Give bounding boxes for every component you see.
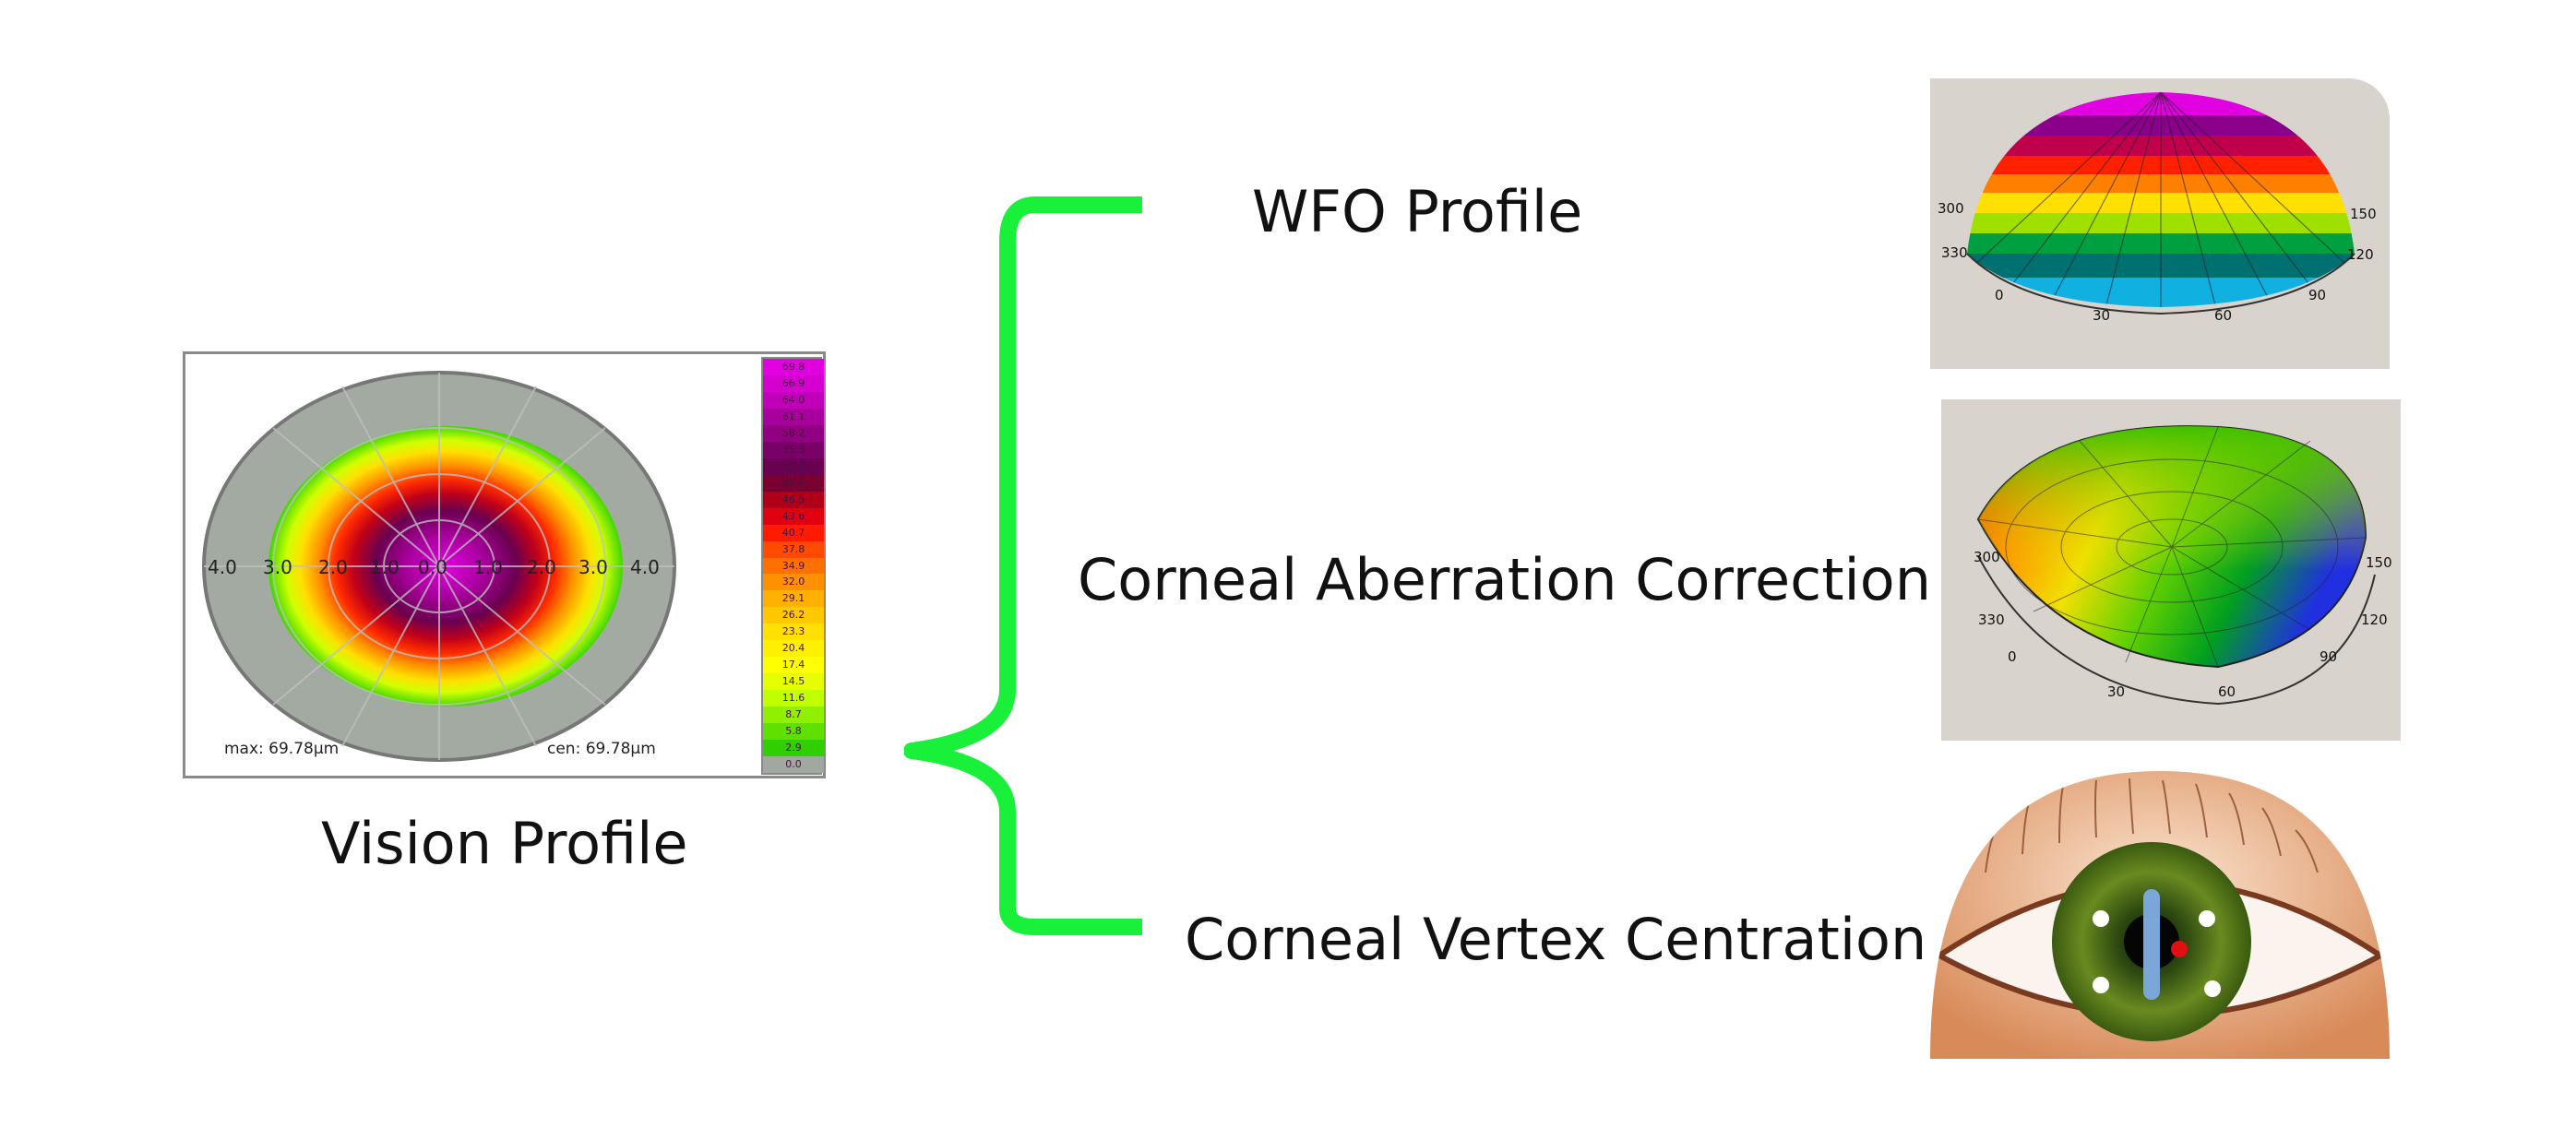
scale-entry: 52.3: [763, 457, 824, 475]
tick-label: 330: [1978, 612, 2005, 628]
scale-entry: 46.5: [763, 491, 824, 508]
corneal-vertex-label: Corneal Vertex Centration: [1185, 906, 1927, 973]
corneal-aberration-label: Corneal Aberration Correction: [1078, 546, 1932, 613]
tick-label: 90: [2308, 287, 2326, 303]
scale-entry: 29.1: [763, 590, 824, 608]
axis-tick-label: 3.0: [263, 556, 292, 578]
scale-entry: 69.8: [763, 359, 824, 375]
tick-label: 150: [2366, 554, 2392, 571]
tick-label: 60: [2214, 307, 2232, 324]
scale-entry: 49.4: [763, 474, 824, 492]
tick-label: 60: [2218, 683, 2236, 700]
dome-axis-ticks: 300 330 0 30 60 90 120 150: [1938, 200, 2377, 324]
tick-label: 330: [1941, 244, 1968, 261]
tick-label: 0: [1995, 287, 2004, 303]
axis-tick-label: 2.0: [527, 556, 556, 578]
scale-entry: 11.6: [763, 690, 824, 707]
tick-label: 30: [2107, 683, 2125, 700]
scale-entry: 43.6: [763, 507, 824, 525]
scale-entry: 37.8: [763, 540, 824, 558]
scale-entry: 64.0: [763, 391, 824, 409]
tick-label: 0: [2008, 648, 2017, 665]
axis-labels: 4.0 3.0 2.0 1.0 0.0 1.0 2.0 3.0 4.0: [208, 556, 660, 578]
scale-entry: 2.9: [763, 740, 824, 757]
surface-axis-ticks: 300 330 0 30 60 90 120 150: [1974, 549, 2392, 700]
corneal-vertex-eye-image: [1930, 771, 2390, 1059]
axis-tick-label: 1.0: [370, 556, 400, 578]
axis-tick-label: 2.0: [318, 556, 348, 578]
scale-entry: 58.2: [763, 424, 824, 442]
tick-label: 90: [2320, 648, 2337, 665]
scale-entry: 8.7: [763, 707, 824, 724]
axis-tick-label: 4.0: [630, 556, 660, 578]
vision-profile-map: 4.0 3.0 2.0 1.0 0.0 1.0 2.0 3.0 4.0 max: 69.78µm…: [183, 351, 826, 778]
center-value: cen: 69.78µm: [547, 740, 656, 758]
corneal-topography-plot: 4.0 3.0 2.0 1.0 0.0 1.0 2.0 3.0 4.0: [202, 371, 676, 762]
scale-entry: 23.3: [763, 623, 824, 641]
tick-label: 300: [1974, 549, 2000, 565]
axis-tick-label: 1.0: [473, 556, 503, 578]
wfo-profile-image: 300 330 0 30 60 90 120 150: [1930, 78, 2390, 369]
scale-entry: 55.3: [763, 441, 824, 458]
scale-entry: 34.9: [763, 557, 824, 575]
scale-entry: 32.0: [763, 574, 824, 591]
scale-entry: 0.0: [763, 756, 824, 773]
vision-profile-label: Vision Profile: [321, 810, 688, 877]
scale-entry: 66.9: [763, 374, 824, 392]
corneal-aberration-image: 300 330 0 30 60 90 120 150: [1941, 399, 2401, 741]
scale-entry: 26.2: [763, 607, 824, 624]
max-value: max: 69.78µm: [224, 740, 340, 758]
axis-tick-label: 4.0: [208, 556, 237, 578]
tick-label: 150: [2350, 206, 2377, 222]
tick-label: 120: [2347, 246, 2374, 263]
axis-tick-label: 3.0: [578, 556, 608, 578]
scale-entry: 17.4: [763, 657, 824, 674]
scale-entry: 5.8: [763, 723, 824, 741]
tick-label: 300: [1938, 200, 1964, 217]
scale-entry: 20.4: [763, 640, 824, 658]
brace-connector: [904, 196, 1142, 935]
axis-tick-label: 0.0: [418, 556, 447, 578]
wfo-profile-label: WFO Profile: [1252, 178, 1583, 245]
scale-entry: 40.7: [763, 524, 824, 541]
scale-entry: 14.5: [763, 673, 824, 691]
scale-entry: 61.1: [763, 408, 824, 425]
tick-label: 120: [2361, 612, 2388, 628]
tick-label: 30: [2093, 307, 2110, 324]
